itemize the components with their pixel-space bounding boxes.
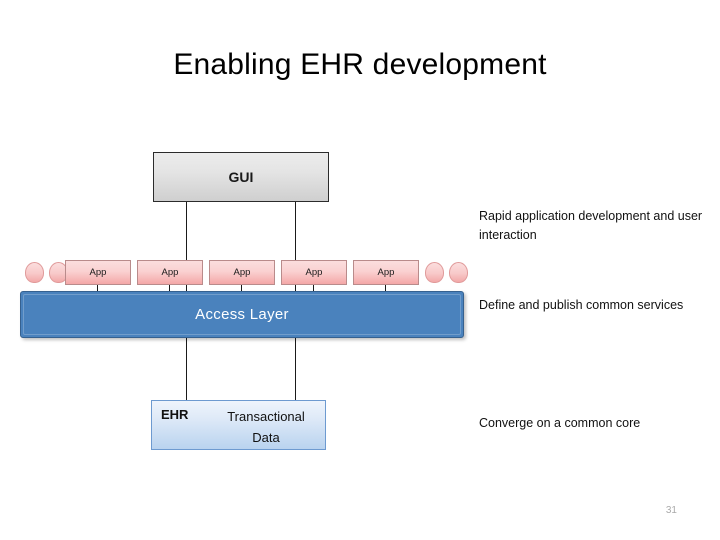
ehr-label: EHR xyxy=(161,407,189,422)
connector-line-left-upper xyxy=(186,202,187,261)
annotation-converge-on-common-core: Converge on a common core xyxy=(479,416,641,430)
annotation-define-and-publish: Define and publish common services xyxy=(479,298,684,312)
app-dot-icon xyxy=(449,262,468,283)
annotation-rapid-application-development: Rapid application development and user i… xyxy=(479,209,703,242)
page-number: 31 xyxy=(665,505,677,516)
connector-stub-app-2 xyxy=(169,285,170,292)
connector-line-right-apps xyxy=(295,285,296,292)
app-label: App xyxy=(161,267,179,278)
app-block[interactable]: App xyxy=(209,260,275,285)
app-label: App xyxy=(305,267,323,278)
app-block[interactable]: App xyxy=(137,260,203,285)
gui-label: GUI xyxy=(228,169,254,185)
connector-line-left-apps xyxy=(186,285,187,292)
connector-line-right-upper xyxy=(295,202,296,261)
app-dot-icon xyxy=(25,262,44,283)
access-layer-block[interactable]: Access Layer xyxy=(20,291,464,338)
access-layer-label: Access Layer xyxy=(195,306,289,323)
app-block[interactable]: App xyxy=(281,260,347,285)
connector-line-left-lower xyxy=(186,338,187,400)
connector-line-right-lower xyxy=(295,338,296,400)
connector-stub-app-1 xyxy=(97,285,98,292)
app-label: App xyxy=(233,267,251,278)
gui-block[interactable]: GUI xyxy=(153,152,329,202)
page-title: Enabling EHR development xyxy=(173,48,547,81)
connector-stub-app-4 xyxy=(313,285,314,292)
app-label: App xyxy=(377,267,395,278)
app-block[interactable]: App xyxy=(353,260,419,285)
transactional-data-label: Transactional Data xyxy=(227,409,305,445)
app-label: App xyxy=(89,267,107,278)
connector-stub-app-3 xyxy=(241,285,242,292)
app-block[interactable]: App xyxy=(65,260,131,285)
core-block[interactable]: EHR Transactional Data xyxy=(151,400,326,450)
connector-stub-app-5 xyxy=(385,285,386,292)
app-dot-icon xyxy=(425,262,444,283)
